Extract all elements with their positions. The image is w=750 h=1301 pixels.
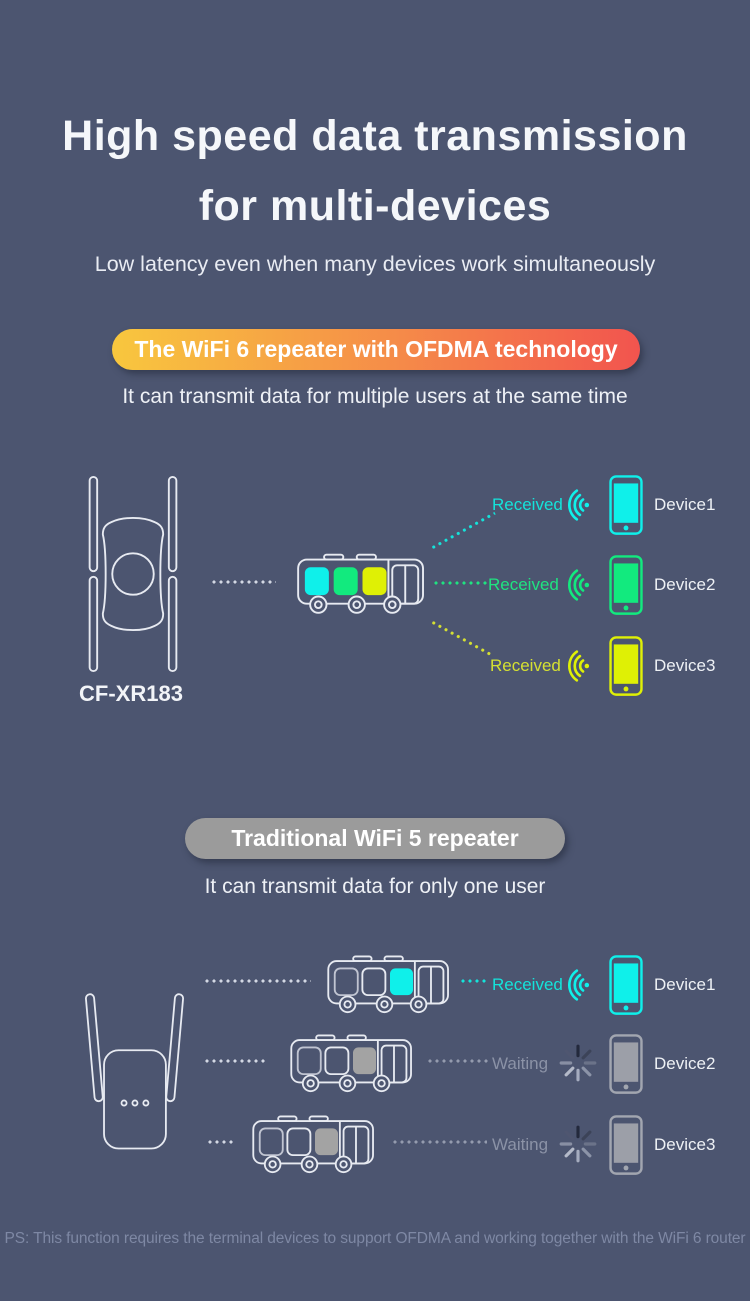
wifi-signal-icon — [568, 489, 590, 521]
data-bus-single-icon — [327, 955, 449, 1014]
phone-icon — [609, 555, 643, 615]
page-title-line1: High speed data transmission — [62, 112, 688, 160]
device-label: Device3 — [654, 656, 716, 675]
dotted-connector — [205, 979, 311, 983]
dotted-connector — [431, 620, 495, 658]
dotted-connector — [205, 1059, 265, 1063]
wifi-signal-icon — [568, 969, 590, 1001]
packet-green — [333, 567, 358, 596]
status-label: Received — [492, 495, 563, 514]
dotted-connector — [393, 1140, 487, 1144]
page-subtitle: Low latency even when many devices work … — [94, 252, 656, 276]
device-label: Device1 — [654, 975, 716, 994]
device-label: Device2 — [654, 575, 716, 594]
status-label: Waiting — [492, 1054, 549, 1073]
footer-note: PS: This function requires the terminal … — [4, 1230, 746, 1247]
device-label: Device2 — [654, 1054, 716, 1073]
packet-yellow — [362, 567, 387, 596]
repeater-model-label: CF-XR183 — [79, 681, 183, 706]
dotted-connector — [208, 1140, 236, 1144]
phone-icon — [609, 1034, 643, 1094]
wifi6-badge: The WiFi 6 repeater with OFDMA technolog… — [112, 329, 640, 370]
wifi5-badge: Traditional WiFi 5 repeater — [185, 818, 565, 859]
dotted-connector — [428, 1059, 488, 1063]
page-title-line2: for multi-devices — [198, 182, 552, 230]
phone-icon — [609, 1115, 643, 1175]
dotted-connector — [212, 580, 276, 584]
phone-icon — [609, 475, 643, 535]
status-label: Received — [492, 975, 563, 994]
device-label: Device1 — [654, 495, 716, 514]
phone-icon — [609, 636, 643, 696]
wifi-signal-icon — [568, 650, 590, 682]
spinner-icon — [559, 1125, 597, 1163]
data-bus-single-icon — [290, 1034, 412, 1093]
wifi5-description: It can transmit data for only one user — [204, 875, 546, 898]
wifi6-repeater-icon — [88, 475, 178, 673]
spinner-icon — [559, 1044, 597, 1082]
page-title: High speed data transmission for multi-d… — [0, 101, 750, 241]
device-label: Device3 — [654, 1135, 716, 1154]
status-label: Waiting — [492, 1135, 549, 1154]
phone-icon — [609, 955, 643, 1015]
status-label: Received — [488, 575, 559, 594]
wifi5-repeater-icon — [85, 993, 184, 1150]
data-bus-multi-icon — [297, 553, 424, 614]
wifi6-description: It can transmit data for multiple users … — [122, 385, 628, 408]
packet-cyan — [390, 968, 414, 996]
dotted-connector — [461, 979, 488, 983]
dotted-connector — [431, 511, 496, 550]
status-label: Received — [490, 656, 561, 675]
data-bus-single-icon — [252, 1115, 374, 1174]
dotted-connector — [434, 581, 490, 585]
packet-gray — [315, 1128, 339, 1156]
wifi-signal-icon — [568, 569, 590, 601]
packet-cyan — [304, 567, 329, 596]
packet-gray — [353, 1047, 377, 1075]
